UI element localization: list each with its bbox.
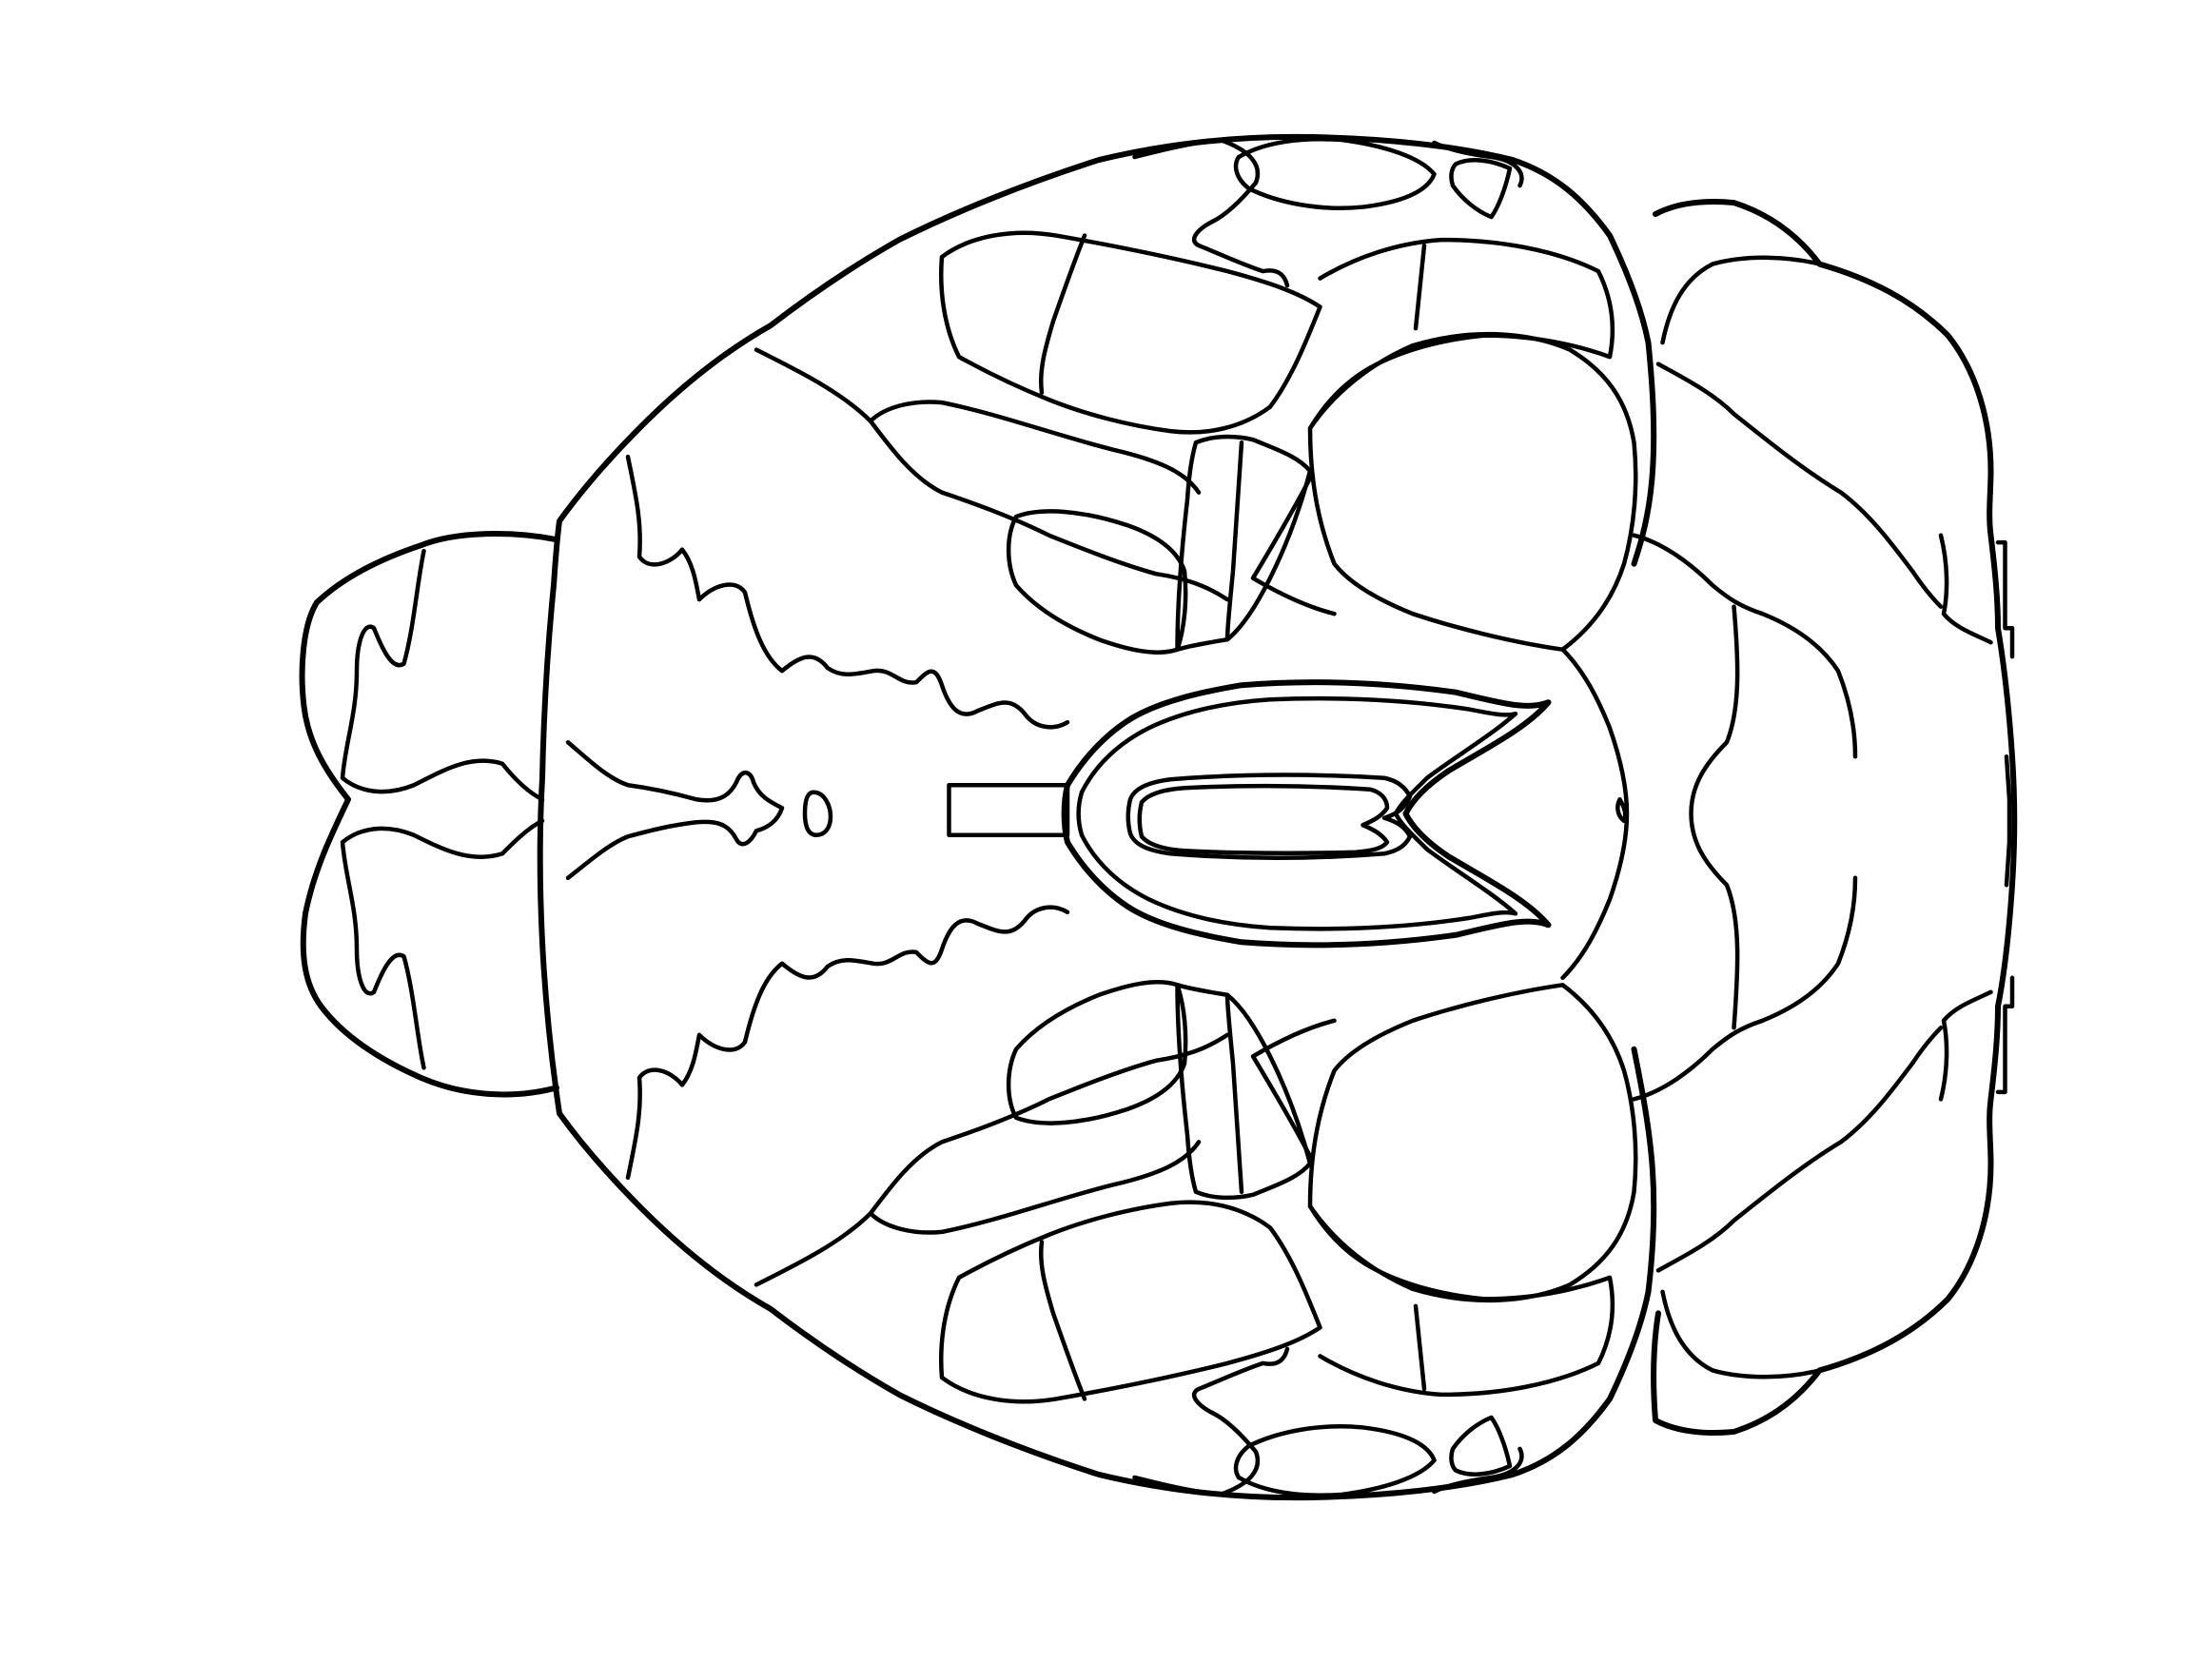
cerebellum-lower-hemisphere [1663, 1292, 1820, 1377]
lower-posterior-divider [1041, 1242, 1085, 1399]
cerebellum-upper-lobule-boundary [1658, 364, 1941, 607]
lower-hippocampal-divider [1227, 995, 1242, 1192]
lower-small-diamond [1451, 1418, 1510, 1475]
olfactory-bulb-lower-inner [343, 821, 542, 1068]
cerebellum-vermis-lower [1635, 878, 1856, 1100]
lower-posterior-region-a [941, 1203, 1320, 1402]
upper-inner-lobe [1310, 334, 1635, 650]
upper-posterior-divider [1041, 236, 1085, 393]
upper-olfactory-cap [1135, 140, 1288, 285]
cerebellum-upper-paraflocculus [1941, 536, 1991, 643]
upper-eye-shaped-region [1236, 139, 1434, 207]
cerebellum-vermis-upper [1635, 536, 1856, 757]
upper-middle-divider [1416, 245, 1424, 328]
lower-lateral-boundary-1 [756, 1035, 1227, 1285]
central-chevron-outer [1065, 682, 1549, 945]
lower-middle-divider [1416, 1306, 1424, 1389]
upper-central-wedge [1253, 479, 1335, 615]
brainstem-caudal-edge [2006, 756, 2009, 885]
central-chevron-inner-ring [1079, 698, 1516, 929]
upper-oval-region [1008, 511, 1185, 652]
upper-small-diamond [1451, 160, 1510, 217]
cerebellum-outer-outline [1654, 202, 2014, 1433]
midline-tract [949, 785, 1068, 835]
frontal-midline-structure [568, 742, 782, 878]
cerebellum-upper-hemisphere [1663, 258, 1820, 342]
olfactory-bulb-upper-inner [343, 551, 542, 799]
cerebellum-lower-lobule-boundary [1658, 1027, 1941, 1270]
central-ventricle-inner [1140, 786, 1387, 853]
midline-small-oval [805, 792, 831, 835]
upper-hippocampal-strip [1178, 437, 1311, 650]
upper-hippocampal-divider [1227, 442, 1242, 639]
upper-posterior-region-a [941, 233, 1320, 433]
lower-oval-region [1008, 982, 1185, 1123]
lower-hippocampal-strip [1178, 985, 1311, 1198]
lower-inner-lobe [1310, 985, 1635, 1301]
lower-central-wedge [1253, 1021, 1335, 1157]
frontal-medial-boundary-upper [628, 457, 1067, 727]
lower-eye-shaped-region [1236, 1426, 1434, 1495]
upper-lateral-boundary-1 [756, 350, 1227, 600]
central-small-notch [1617, 799, 1625, 821]
cerebellum-vermis-center [1692, 607, 1738, 1028]
lower-olfactory-cap [1135, 1349, 1288, 1495]
frontal-medial-boundary-lower [628, 908, 1067, 1178]
cerebrum-outer-outline [540, 137, 1654, 1497]
olfactory-bulbs-outline [303, 534, 557, 1094]
cerebellum-lower-paraflocculus [1941, 992, 1991, 1100]
